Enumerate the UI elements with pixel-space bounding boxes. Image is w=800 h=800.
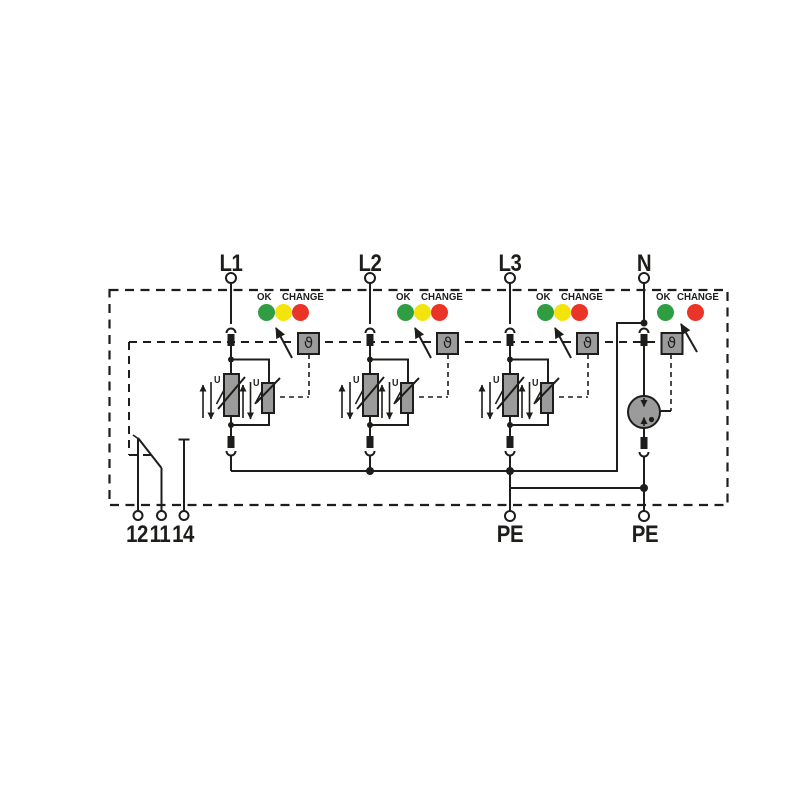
pe-terminals bbox=[504, 510, 650, 522]
ok-label: OK bbox=[396, 291, 411, 303]
status-pointer-arrow bbox=[275, 327, 293, 359]
led-warning-yellow bbox=[554, 304, 571, 321]
neutral-branch bbox=[627, 272, 698, 511]
indicator-leds-l1 bbox=[258, 304, 309, 321]
led-change-red bbox=[292, 304, 309, 321]
remote-signal-contact bbox=[132, 434, 190, 521]
status-pointer-arrow bbox=[680, 323, 698, 353]
thermal-disconnect-arc bbox=[364, 450, 376, 457]
gas-tube-dot bbox=[648, 416, 655, 423]
ok-label: OK bbox=[536, 291, 551, 303]
led-warning-yellow bbox=[275, 304, 292, 321]
varistor-main bbox=[502, 373, 519, 417]
terminal-pe-1 bbox=[504, 510, 516, 522]
voltage-u-label: U bbox=[253, 378, 260, 389]
led-change-red bbox=[571, 304, 588, 321]
disconnect-contact bbox=[640, 437, 648, 449]
ok-label: OK bbox=[656, 291, 671, 303]
disconnect-contact bbox=[227, 436, 235, 448]
varistor-main bbox=[223, 373, 240, 417]
theta-symbol: ϑ bbox=[442, 334, 453, 352]
terminal-pe-2 bbox=[638, 510, 650, 522]
thermal-sensor-box bbox=[436, 332, 459, 355]
disconnect-contact bbox=[506, 436, 514, 448]
voltage-u-label: U bbox=[493, 375, 500, 386]
terminal-label-pe-2: PE bbox=[631, 521, 659, 548]
disconnect-contact bbox=[366, 436, 374, 448]
terminal-11 bbox=[156, 510, 167, 521]
terminal-label-n: N bbox=[636, 250, 652, 277]
disconnect-contact bbox=[506, 334, 514, 346]
disconnect-contact bbox=[640, 334, 648, 346]
thermal-disconnect-arc bbox=[504, 327, 516, 334]
led-ok-green bbox=[657, 304, 674, 321]
led-change-red bbox=[431, 304, 448, 321]
thermal-disconnect-arc bbox=[638, 327, 650, 334]
led-change-red bbox=[687, 304, 704, 321]
theta-symbol: ϑ bbox=[666, 334, 677, 352]
voltage-u-label: U bbox=[214, 375, 221, 386]
phase-branch-l3 bbox=[478, 272, 599, 471]
thermal-disconnect-arc bbox=[225, 450, 237, 457]
ok-label: OK bbox=[257, 291, 272, 303]
thermal-sensor-box bbox=[660, 332, 684, 355]
voltage-u-label: U bbox=[353, 375, 360, 386]
change-label: CHANGE bbox=[561, 291, 603, 303]
indicator-leds-l3 bbox=[537, 304, 588, 321]
indicator-leds-l2 bbox=[397, 304, 448, 321]
status-pointer-arrow bbox=[414, 327, 432, 359]
contact-arm bbox=[137, 437, 163, 469]
thermal-disconnect-arc bbox=[504, 450, 516, 457]
led-ok-green bbox=[258, 304, 275, 321]
change-label: CHANGE bbox=[421, 291, 463, 303]
monitoring-loop bbox=[128, 341, 672, 456]
disconnect-contact bbox=[366, 334, 374, 346]
change-label: CHANGE bbox=[677, 291, 719, 303]
voltage-u-label: U bbox=[392, 378, 399, 389]
led-warning-yellow bbox=[414, 304, 431, 321]
thermal-disconnect-arc bbox=[225, 327, 237, 334]
status-pointer-arrow bbox=[554, 327, 572, 359]
terminal-label-pe-1: PE bbox=[496, 521, 524, 548]
led-ok-green bbox=[537, 304, 554, 321]
thermal-disconnect-arc bbox=[364, 327, 376, 334]
phase-branch-l1 bbox=[199, 272, 320, 471]
varistor-main bbox=[362, 373, 379, 417]
thermal-sensor-box bbox=[576, 332, 599, 355]
terminal-label-12: 12 bbox=[126, 521, 148, 548]
theta-symbol: ϑ bbox=[582, 334, 593, 352]
terminal-label-l2: L2 bbox=[358, 250, 382, 277]
theta-symbol: ϑ bbox=[303, 334, 314, 352]
terminal-14 bbox=[178, 510, 190, 521]
phase-branch-l2 bbox=[338, 272, 459, 471]
disconnect-contact bbox=[227, 334, 235, 346]
led-ok-green bbox=[397, 304, 414, 321]
terminal-label-14: 14 bbox=[172, 521, 194, 548]
terminal-label-l1: L1 bbox=[219, 250, 243, 277]
thermal-sensor-box bbox=[297, 332, 320, 355]
indicator-leds-n bbox=[657, 304, 704, 321]
voltage-u-label: U bbox=[532, 378, 539, 389]
thermal-disconnect-arc bbox=[638, 451, 650, 458]
terminal-12 bbox=[132, 510, 144, 521]
terminal-label-11: 11 bbox=[149, 521, 171, 548]
device-enclosure-boundary bbox=[108, 288, 729, 507]
change-label: CHANGE bbox=[282, 291, 324, 303]
terminal-label-l3: L3 bbox=[498, 250, 522, 277]
